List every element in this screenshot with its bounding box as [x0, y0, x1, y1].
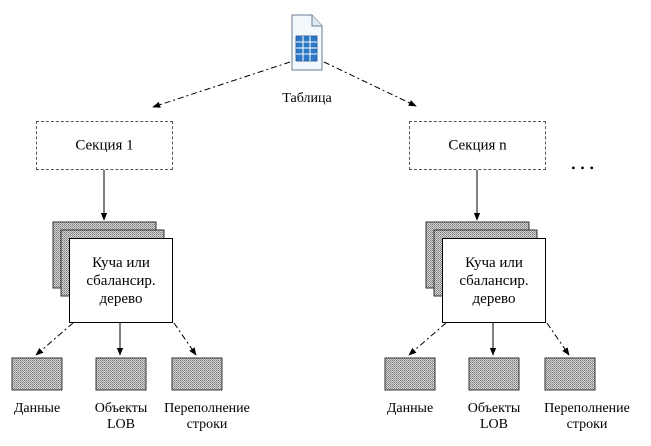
heap-box-n: Куча или сбалансир. дерево: [442, 238, 546, 323]
more-sections-ellipsis: • • •: [571, 161, 595, 175]
section-1-label: Секция 1: [75, 137, 134, 153]
heap-label-1: Куча или сбалансир. дерево: [86, 254, 156, 307]
leaf-label-overflow-1: Переполнение строки: [164, 401, 250, 432]
leaf-box-data-n: [384, 357, 436, 391]
leaf-label-lob-1: Объекты LOB: [94, 401, 148, 432]
leaf-label-overflow-n: Переполнение строки: [544, 401, 630, 432]
edge-table-to-section-1: [152, 61, 291, 108]
heap-label-n: Куча или сбалансир. дерево: [459, 254, 529, 307]
edge-heap-n-to-overflow: [546, 322, 570, 356]
leaf-label-data-1: Данные: [13, 401, 61, 416]
leaf-label-lob-n: Объекты LOB: [467, 401, 521, 432]
leaf-box-overflow-n: [544, 357, 596, 391]
edge-table-to-section-n: [323, 61, 417, 107]
table-label: Таблица: [282, 91, 332, 106]
leaf-box-lob-n: [468, 357, 520, 391]
heap-box-1: Куча или сбалансир. дерево: [69, 238, 173, 323]
leaf-box-overflow-1: [171, 357, 223, 391]
edge-heap-1-to-overflow: [173, 322, 197, 356]
edge-heap-1-to-data: [35, 322, 74, 356]
section-1-box: Секция 1: [36, 121, 173, 170]
edge-heap-n-to-data: [408, 322, 447, 356]
leaf-box-data-1: [11, 357, 63, 391]
table-icon: [291, 14, 323, 71]
section-n-box: Секция n: [409, 121, 546, 170]
section-n-label: Секция n: [448, 137, 507, 153]
leaf-label-data-n: Данные: [386, 401, 434, 416]
leaf-box-lob-1: [95, 357, 147, 391]
